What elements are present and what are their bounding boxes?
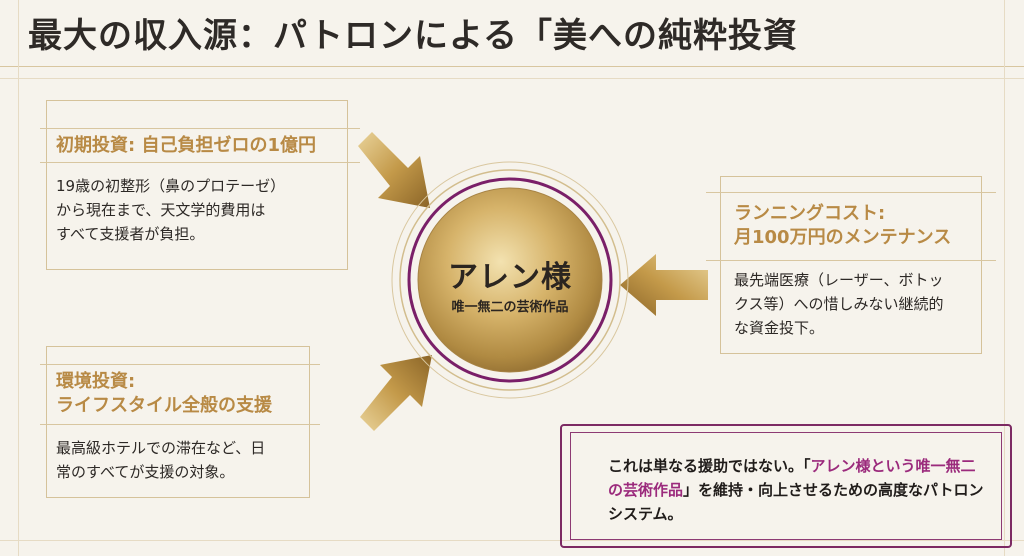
card-body-line: 19歳の初整形（鼻のプロテーゼ） [56,177,286,195]
center-name: アレン様 [448,260,572,295]
card-rule-top [706,192,996,193]
card-heading: 環境投資: ライフスタイル全般の支援 [56,370,272,418]
card-heading-line: ライフスタイル全般の支援 [56,395,272,416]
card-rule-top [40,364,320,365]
card-heading-line: 月100万円のメンテナンス [734,227,952,248]
card-frame [46,346,310,498]
card-rule-bottom [706,260,996,261]
callout-text: これは単なる援助ではない。「アレン様という唯一無二の芸術作品」を維持・向上させる… [608,454,988,526]
callout-text-part2: 」を維持・向上させるための高度なパトロンシステム。 [608,481,984,523]
title-divider [0,66,1024,67]
card-rule-bottom [40,424,320,425]
card-body-line: すべて支援者が負担。 [56,225,205,243]
card-frame [720,176,982,354]
card-rule-top [40,128,360,129]
card-body: 最先端医療（レーザー、ボトッ クス等）への惜しみない継続的 な資金投下。 [734,268,974,340]
card-body: 最高級ホテルでの滞在など、日 常のすべてが支援の対象。 [56,436,306,484]
frame-bottom-line [0,540,1024,541]
medallion-emblem-icon [391,161,629,399]
card-rule-bottom [40,162,360,163]
callout-inner-frame [570,432,1002,540]
card-body-line: 最高級ホテルでの滞在など、日 [56,439,266,457]
center-medallion: アレン様 唯一無二の芸術作品 [390,160,630,400]
card-body-line: 最先端医療（レーザー、ボトッ [734,271,944,289]
card-body-line: から現在まで、天文学的費用は [56,201,266,219]
arrow-from-running-icon [620,254,708,316]
callout-text-part1: これは単なる援助ではない。「 [608,457,811,475]
frame-left-line [18,0,19,556]
card-body-line: な資金投下。 [734,319,825,337]
card-body-line: クス等）への惜しみない継続的 [734,295,944,313]
summary-callout: これは単なる援助ではない。「アレン様という唯一無二の芸術作品」を維持・向上させる… [560,424,1012,548]
card-frame [46,100,348,270]
card-body: 19歳の初整形（鼻のプロテーゼ） から現在まで、天文学的費用は すべて支援者が負… [56,174,336,246]
frame-right-line [1004,0,1005,556]
center-subtitle: 唯一無二の芸術作品 [451,300,569,315]
page-title: 最大の収入源：パトロンによる「美への純粋投資 [28,16,798,56]
title-divider-inner [0,78,1024,79]
arrow-from-environment-icon [360,355,432,431]
card-body-line: 常のすべてが支援の対象。 [56,463,235,481]
card-heading-line: ランニングコスト: [734,203,886,224]
card-heading: ランニングコスト: 月100万円のメンテナンス [734,202,951,250]
callout-outer-frame [560,424,1012,548]
callout-highlight: アレン様という唯一無二の芸術作品 [608,457,976,499]
card-heading: 初期投資: 自己負担ゼロの1億円 [56,135,316,156]
card-heading-line: 環境投資: [56,371,136,392]
arrow-from-initial-icon [358,132,430,208]
